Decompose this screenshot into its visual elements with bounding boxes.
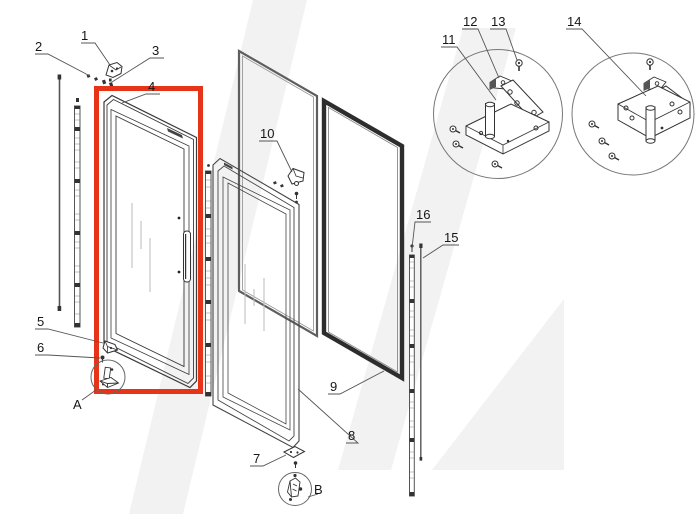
top-hinge-pin-10 [273,167,305,204]
part-label-3: 3 [152,43,160,58]
detail-label-a: A [73,397,82,412]
door8-seal-strip [205,164,212,397]
part-label-8: 8 [348,428,356,443]
right-trim-rod [419,243,423,461]
detail-circle-b [278,472,312,506]
screw-13 [515,59,523,71]
left-mounting-strip [74,98,81,328]
part-label-1: 1 [81,28,89,43]
hinge-screws-left [449,125,503,169]
bottom-bracket-5 [102,340,119,354]
hinge-bracket-14 [617,85,691,144]
part-label-16: 16 [416,207,431,222]
part-label-4: 4 [148,79,156,94]
top-mounting-screws [86,74,114,87]
hinge-clip-right [643,76,667,91]
hinge-bracket-11 [465,79,550,155]
part-label-5: 5 [37,314,45,329]
screw-top-right-circle [646,58,654,70]
part-label-6: 6 [37,340,45,355]
part-label-7: 7 [253,451,261,466]
glass-panel-front [237,49,319,338]
door-frame-8 [212,157,300,449]
part-label-10: 10 [260,126,275,141]
detail-circle-a [90,359,126,395]
part-label-14: 14 [567,14,582,29]
part-label-15: 15 [444,230,459,245]
highlight-box-part4 [94,86,203,394]
leader-lines [35,28,647,498]
part-label-2: 2 [35,39,43,54]
part-label-12: 12 [463,14,478,29]
part-label-11: 11 [442,32,456,47]
detail-label-b: B [314,482,323,497]
hinge-screws-right [588,120,620,161]
detail-circle-hinge-right [571,52,695,176]
right-mounting-strip [409,244,415,497]
seal-glass-panel [321,97,405,382]
top-hinge-bracket [105,61,123,82]
part-label-13: 13 [491,14,506,29]
part-label-9: 9 [330,379,338,394]
bottom-hinge-plate-7 [282,445,306,468]
left-trim-rod [57,74,62,311]
detail-circle-hinge-left [433,49,563,179]
